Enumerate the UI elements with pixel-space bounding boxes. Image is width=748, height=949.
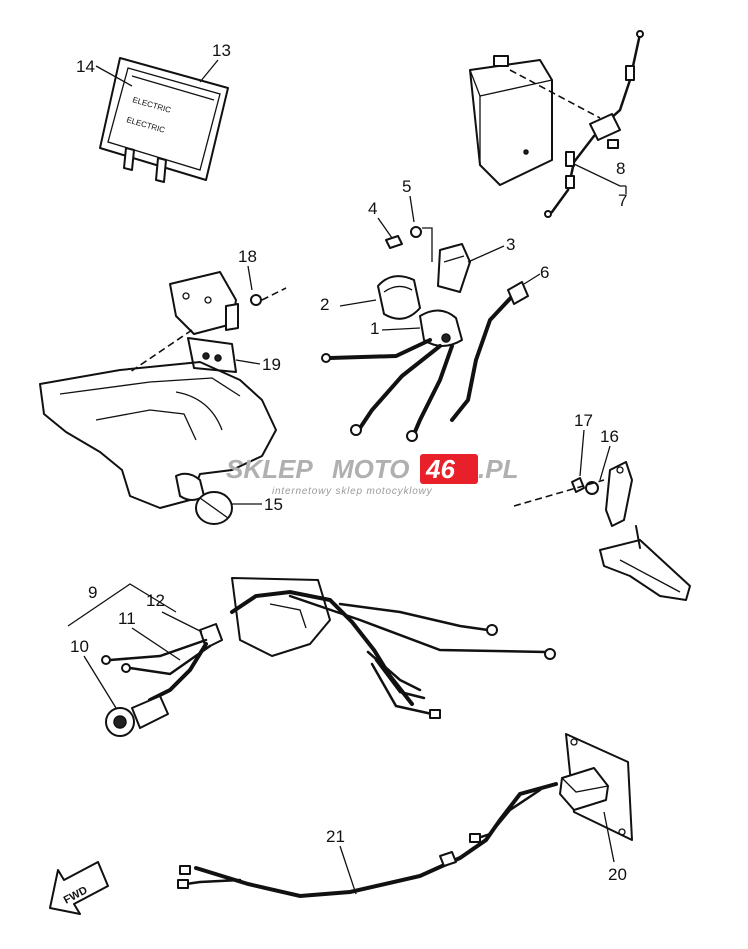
watermark-prefix: SKLEP (226, 454, 313, 484)
starter-relay (419, 309, 463, 347)
forward-arrow: FWD (49, 861, 109, 915)
watermark: SKLEP MOTO 46 .PL internetowy sklep moto… (226, 454, 518, 497)
label-1: 1 (370, 319, 379, 338)
label-2: 2 (320, 295, 329, 314)
clamp-band (377, 275, 421, 320)
label-20: 20 (608, 865, 627, 884)
label-21: 21 (326, 827, 345, 846)
regulator (187, 337, 237, 373)
label-14: 14 (76, 57, 95, 76)
label-19: 19 (262, 355, 281, 374)
watermark-tagline: internetowy sklep motocyklowy (272, 486, 433, 497)
lever-shaft (599, 539, 691, 601)
fuse (607, 139, 619, 149)
label-8: 8 (616, 159, 625, 178)
frame-outline (39, 329, 277, 509)
fuse-holder (589, 113, 621, 141)
watermark-middle: MOTO (332, 454, 410, 484)
watermark-number: 46 (425, 454, 455, 484)
watermark-suffix: .PL (478, 454, 518, 484)
label-16: 16 (600, 427, 619, 446)
label-7: 7 (618, 191, 627, 210)
label-15: 15 (264, 495, 283, 514)
label-10: 10 (70, 637, 89, 656)
label-4: 4 (368, 199, 377, 218)
label-5: 5 (402, 177, 411, 196)
label-13: 13 (212, 41, 231, 60)
harness-housing (231, 577, 331, 657)
lever-arm (605, 461, 633, 527)
nut (571, 477, 585, 493)
washer (410, 226, 422, 238)
grommet (199, 623, 223, 649)
label-12: 12 (146, 591, 165, 610)
bracket (437, 243, 471, 293)
label-3: 3 (506, 235, 515, 254)
decal-plate: ELECTRIC ELECTRIC (99, 57, 229, 183)
label-11: 11 (118, 609, 136, 628)
label-9: 9 (88, 583, 97, 602)
battery-box (469, 55, 553, 186)
label-17: 17 (574, 411, 593, 430)
label-18: 18 (238, 247, 257, 266)
bolt (385, 235, 403, 249)
label-6: 6 (540, 263, 549, 282)
switch-body (559, 767, 609, 811)
watermark-number-bg (420, 454, 478, 484)
